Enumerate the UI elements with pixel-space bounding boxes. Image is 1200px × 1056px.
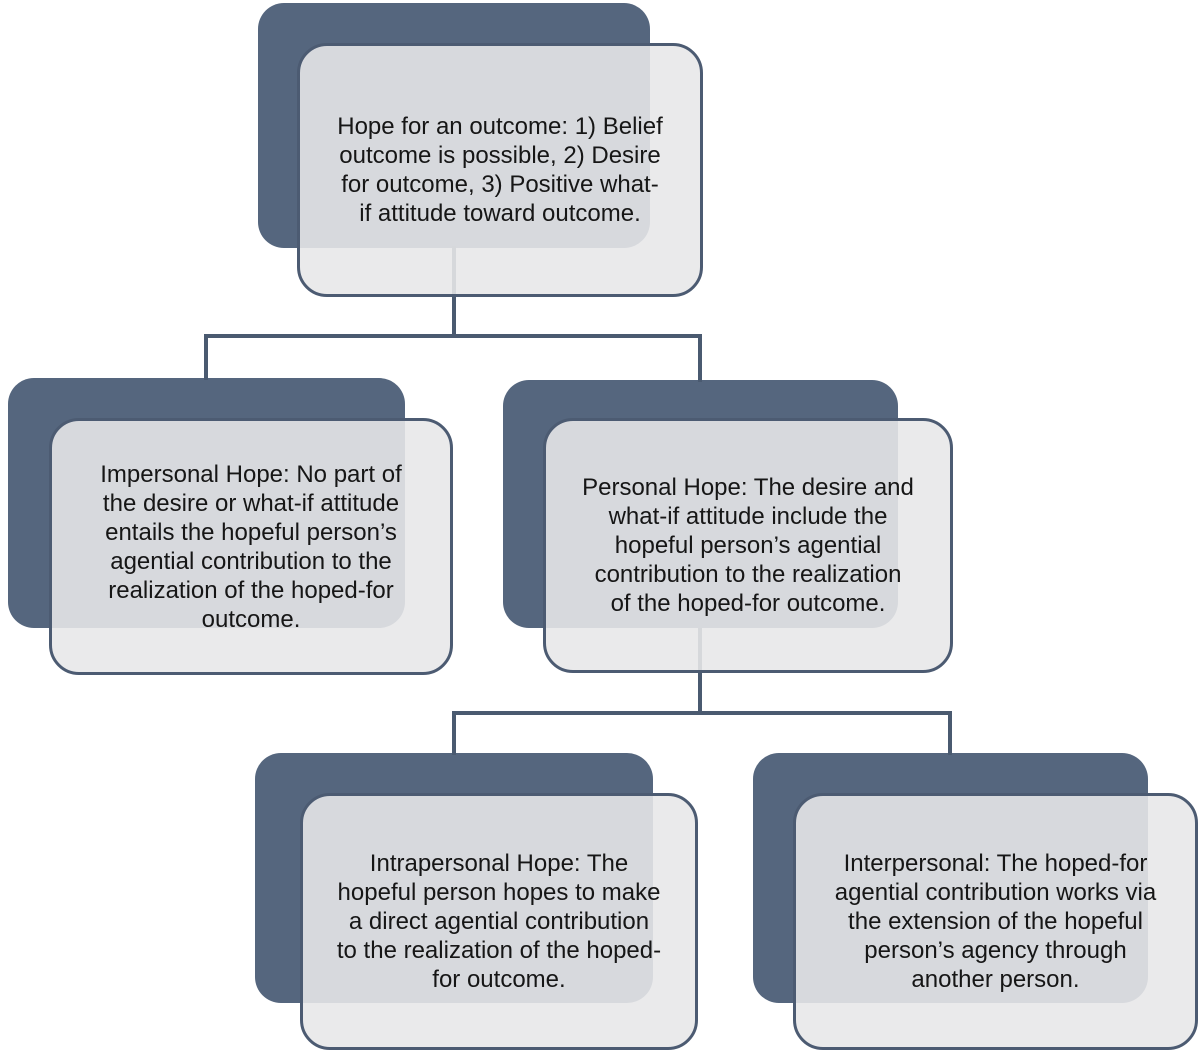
node-interpersonal-label: Interpersonal: The hoped-for agential co…: [834, 850, 1157, 993]
node-intrapersonal-label: Intrapersonal Hope: The hopeful person h…: [336, 850, 662, 993]
node-personal-label: Personal Hope: The desire and what-if at…: [582, 474, 914, 617]
node-interpersonal-card: Interpersonal: The hoped-for agential co…: [793, 793, 1198, 1050]
node-impersonal-card: Impersonal Hope: No part of the desire o…: [49, 418, 453, 675]
connector-drop-intrapersonal: [452, 711, 456, 755]
connector-level1-horizontal: [204, 334, 702, 338]
node-intrapersonal-card: Intrapersonal Hope: The hopeful person h…: [300, 793, 698, 1050]
connector-level2-horizontal: [452, 711, 952, 715]
node-impersonal-label: Impersonal Hope: No part of the desire o…: [100, 460, 402, 633]
connector-drop-impersonal: [204, 334, 208, 380]
node-root-label: Hope for an outcome: 1) Belief outcome i…: [337, 113, 663, 227]
connector-drop-interpersonal: [948, 711, 952, 755]
node-root-card: Hope for an outcome: 1) Belief outcome i…: [297, 43, 703, 297]
node-personal-card: Personal Hope: The desire and what-if at…: [543, 418, 953, 673]
connector-drop-personal: [698, 334, 702, 382]
